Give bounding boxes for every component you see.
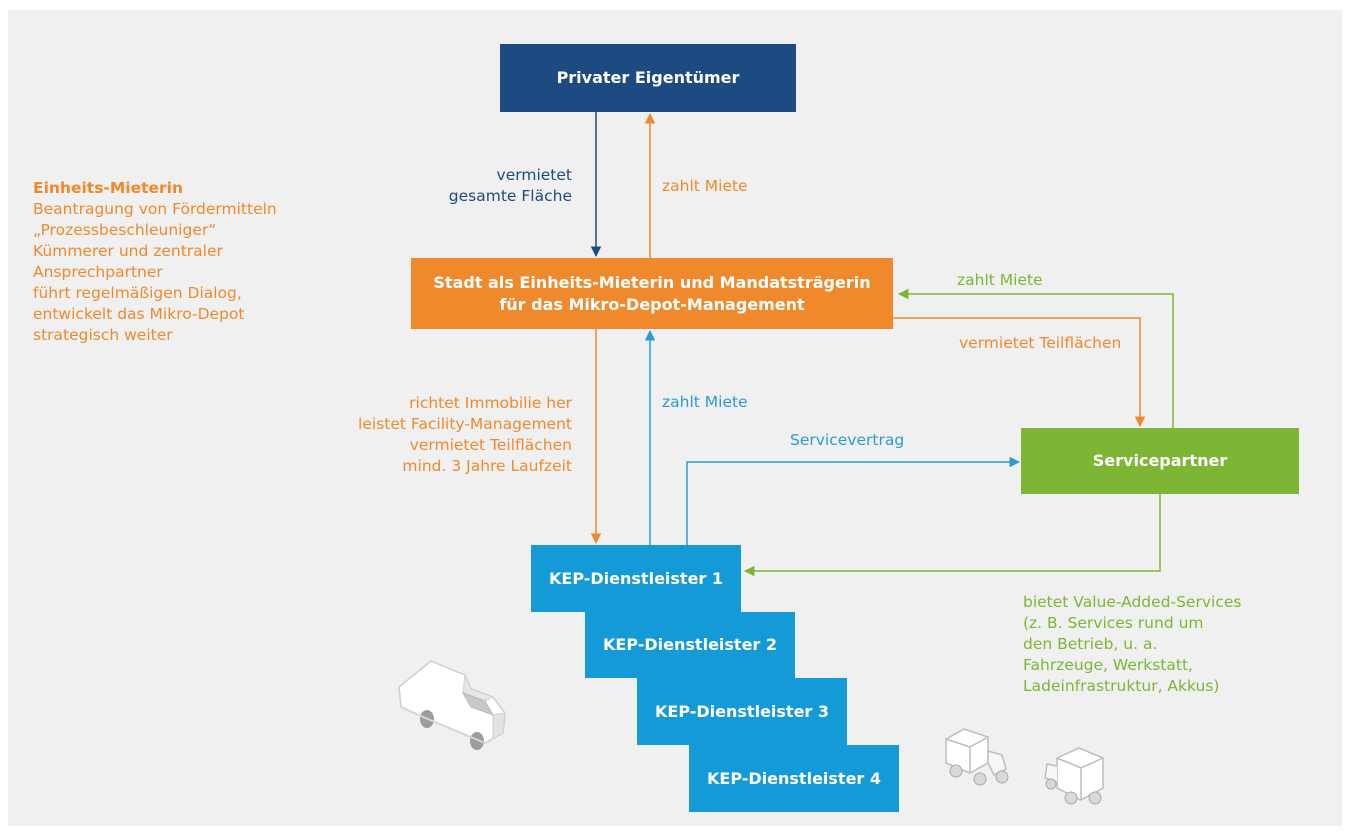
node-city-label-line2: für das Mikro-Depot-Management bbox=[499, 294, 805, 314]
node-kep-1: KEP-Dienstleister 1 bbox=[531, 545, 741, 612]
label-city-to-kep: richtet Immobilie her leistet Facility-M… bbox=[358, 393, 572, 477]
node-city-label-line1: Stadt als Einheits-Mieterin und Mandatst… bbox=[433, 272, 871, 292]
node-kep-2: KEP-Dienstleister 2 bbox=[585, 612, 795, 678]
label-kep-to-city: zahlt Miete bbox=[662, 392, 748, 413]
label-text: zahlt Miete bbox=[662, 393, 748, 411]
label-text: vermietet Teilflächen bbox=[959, 334, 1122, 352]
side-note-line: führt regelmäßigen Dialog, bbox=[33, 284, 242, 302]
side-note-line: Ansprechpartner bbox=[33, 263, 163, 281]
label-line: den Betrieb, u. a. bbox=[1023, 635, 1158, 653]
cargo-bike-icon bbox=[945, 728, 1009, 786]
label-line: (z. B. Services rund um bbox=[1023, 614, 1204, 632]
node-kep-4: KEP-Dienstleister 4 bbox=[689, 745, 899, 812]
side-note-line: entwickelt das Mikro-Depot bbox=[33, 305, 245, 323]
node-service-partner-label: Servicepartner bbox=[1092, 451, 1228, 470]
side-note: Einheits-Mieterin Beantragung von Förder… bbox=[33, 178, 277, 346]
side-note-line: Beantragung von Fördermitteln bbox=[33, 200, 277, 218]
van-icon bbox=[398, 660, 506, 750]
label-line: richtet Immobilie her bbox=[409, 394, 572, 412]
label-service-to-city: zahlt Miete bbox=[957, 270, 1043, 291]
label-line: vermietet bbox=[496, 166, 572, 184]
arrow-city-to-service bbox=[893, 317, 1146, 428]
label-kep-to-service: Servicevertrag bbox=[790, 430, 904, 451]
label-line: gesamte Fläche bbox=[448, 187, 572, 205]
label-line: vermietet Teilflächen bbox=[409, 436, 572, 454]
node-kep-3-label: KEP-Dienstleister 3 bbox=[654, 701, 830, 721]
side-note-line: strategisch weiter bbox=[33, 326, 173, 344]
label-owner-to-city: vermietet gesamte Fläche bbox=[449, 165, 572, 207]
arrow-service-to-city bbox=[897, 288, 1174, 428]
side-note-title: Einheits-Mieterin bbox=[33, 179, 184, 197]
side-note-line: Kümmerer und zentraler bbox=[33, 242, 223, 260]
side-note-line: „Prozessbeschleuniger“ bbox=[33, 221, 217, 239]
label-service-to-kep: bietet Value-Added-Services (z. B. Servi… bbox=[1023, 592, 1241, 697]
node-city: Stadt als Einheits-Mieterin und Mandatst… bbox=[411, 258, 893, 329]
label-city-to-owner: zahlt Miete bbox=[662, 176, 748, 197]
node-kep-3: KEP-Dienstleister 3 bbox=[637, 678, 847, 745]
node-kep-1-label: KEP-Dienstleister 1 bbox=[548, 568, 724, 588]
cargo-trike-icon bbox=[1044, 747, 1104, 805]
label-line: leistet Facility-Management bbox=[358, 415, 572, 433]
label-text: zahlt Miete bbox=[957, 271, 1043, 289]
arrow-kep-to-service bbox=[686, 456, 1021, 545]
node-private-owner: Privater Eigentümer bbox=[500, 44, 796, 112]
label-line: Fahrzeuge, Werkstatt, bbox=[1023, 656, 1193, 674]
label-line: bietet Value-Added-Services bbox=[1023, 593, 1242, 611]
node-private-owner-label: Privater Eigentümer bbox=[556, 68, 740, 87]
label-city-to-service: vermietet Teilflächen bbox=[959, 333, 1121, 354]
node-kep-2-label: KEP-Dienstleister 2 bbox=[602, 635, 778, 654]
label-text: Servicevertrag bbox=[790, 431, 905, 449]
node-kep-4-label: KEP-Dienstleister 4 bbox=[706, 768, 882, 788]
node-service-partner: Servicepartner bbox=[1021, 428, 1299, 494]
label-text: zahlt Miete bbox=[662, 177, 748, 195]
label-line: Ladeinfrastruktur, Akkus) bbox=[1023, 677, 1220, 695]
arrow-service-to-kep bbox=[743, 494, 1161, 577]
label-line: mind. 3 Jahre Laufzeit bbox=[402, 457, 572, 475]
